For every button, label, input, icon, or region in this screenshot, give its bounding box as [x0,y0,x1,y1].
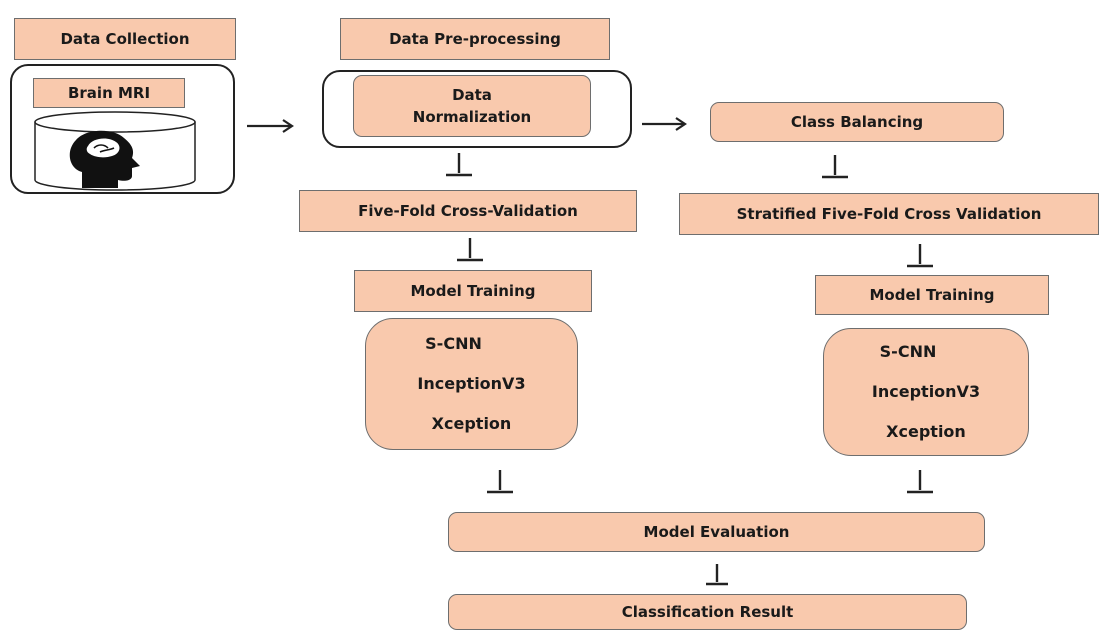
normalization-line2: Normalization [412,108,532,126]
model-right-1: InceptionV3 [871,382,981,401]
arrow-down-right-2 [907,244,933,268]
arrow-down-center [706,564,728,586]
data-normalization-box: Data Normalization [353,75,591,137]
model-left-2: Xception [431,414,512,433]
arrow-right-1 [247,119,294,133]
arrow-down-right-1 [822,155,848,179]
data-collection-title: Data Collection [14,18,236,60]
arrow-down-left-1 [446,153,472,177]
five-fold-cv-box: Five-Fold Cross-Validation [299,190,637,232]
model-right-2: Xception [886,422,966,441]
models-right: S-CNN InceptionV3 Xception [823,328,1029,456]
class-balancing-box: Class Balancing [710,102,1004,142]
normalization-line1: Data [452,86,492,104]
model-left-1: InceptionV3 [417,374,526,393]
classification-result-box: Classification Result [448,594,967,630]
model-evaluation-box: Model Evaluation [448,512,985,552]
data-collection-frame [10,64,235,194]
preprocessing-frame [322,70,632,148]
model-left-0: S-CNN [425,334,482,353]
models-left: S-CNN InceptionV3 Xception [365,318,578,450]
arrow-down-left-2 [457,238,483,262]
database-brain-icon [34,111,196,191]
stratified-cv-box: Stratified Five-Fold Cross Validation [679,193,1099,235]
model-right-0: S-CNN [879,342,937,361]
brain-mri-label: Brain MRI [33,78,185,108]
arrow-down-right-3 [907,470,933,494]
arrow-down-left-3 [487,470,513,494]
arrow-right-2 [642,117,687,131]
model-training-right: Model Training [815,275,1049,315]
model-training-left: Model Training [354,270,592,312]
data-preprocessing-title: Data Pre-processing [340,18,610,60]
